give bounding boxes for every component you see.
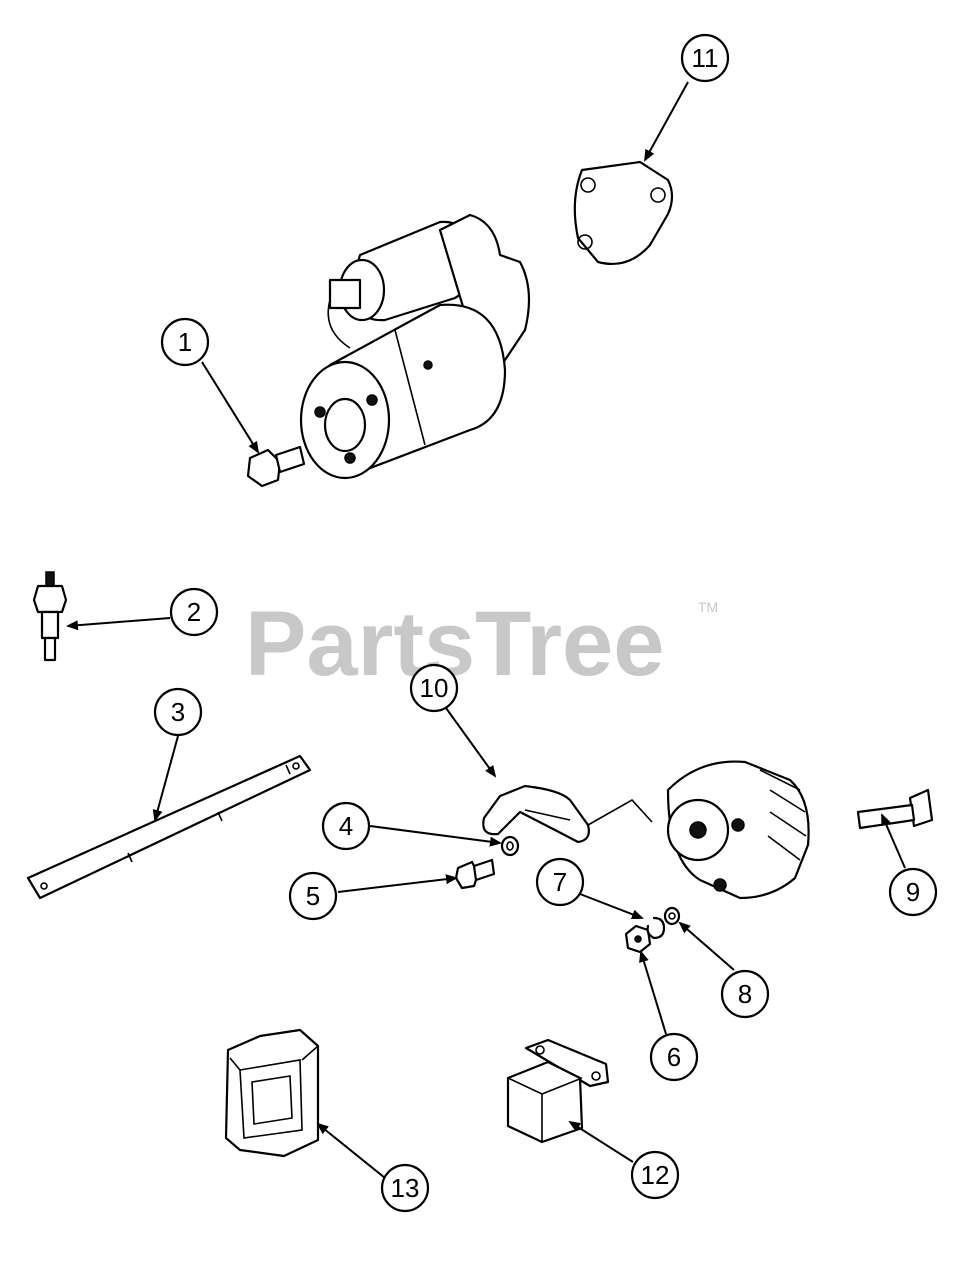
watermark: PartsTree TM [245,593,718,695]
flat-washer-part[interactable] [663,906,681,926]
controller-part[interactable] [224,1028,320,1158]
callout-7[interactable]: 7 [535,857,585,907]
callout-2[interactable]: 2 [169,587,219,637]
callout-3[interactable]: 3 [153,687,203,737]
washer-part[interactable] [500,835,520,857]
bolt-small-part[interactable] [454,858,496,890]
gasket-part[interactable] [573,160,674,266]
bolt-part[interactable] [246,445,306,488]
callout-6-label: 6 [667,1042,681,1072]
callout-9[interactable]: 9 [888,867,938,917]
leader-lines [66,81,906,1179]
lock-washer-part[interactable] [646,916,666,940]
callout-11[interactable]: 11 [680,33,730,83]
glow-plug-part[interactable] [32,571,68,662]
long-bolt-part[interactable] [856,788,934,830]
callout-7-label: 7 [553,867,567,897]
starter-motor-part[interactable] [299,213,531,480]
callout-1[interactable]: 1 [160,317,210,367]
callout-10[interactable]: 10 [409,663,459,713]
callout-2-label: 2 [187,597,201,627]
callout-8-label: 8 [738,979,752,1009]
callout-12[interactable]: 12 [630,1150,680,1200]
callout-12-label: 12 [641,1160,670,1190]
callout-9-label: 9 [906,877,920,907]
callout-6[interactable]: 6 [649,1032,699,1082]
callout-11-label: 11 [692,43,719,73]
callout-5-label: 5 [306,881,320,911]
callout-3-label: 3 [171,697,185,727]
nut-part[interactable] [624,924,652,954]
bracket-part[interactable] [482,784,653,844]
callout-5[interactable]: 5 [288,871,338,921]
callout-4-label: 4 [339,811,353,841]
callout-10-label: 10 [420,673,449,703]
callout-13-label: 13 [391,1173,420,1203]
callout-13[interactable]: 13 [380,1163,430,1213]
gasket-strip-part[interactable] [26,754,312,900]
watermark-trademark: TM [698,599,718,615]
alternator-part[interactable] [666,760,810,900]
callout-1-label: 1 [178,327,192,357]
relay-part[interactable] [506,1038,610,1144]
callout-8[interactable]: 8 [720,969,770,1019]
callout-4[interactable]: 4 [321,801,371,851]
